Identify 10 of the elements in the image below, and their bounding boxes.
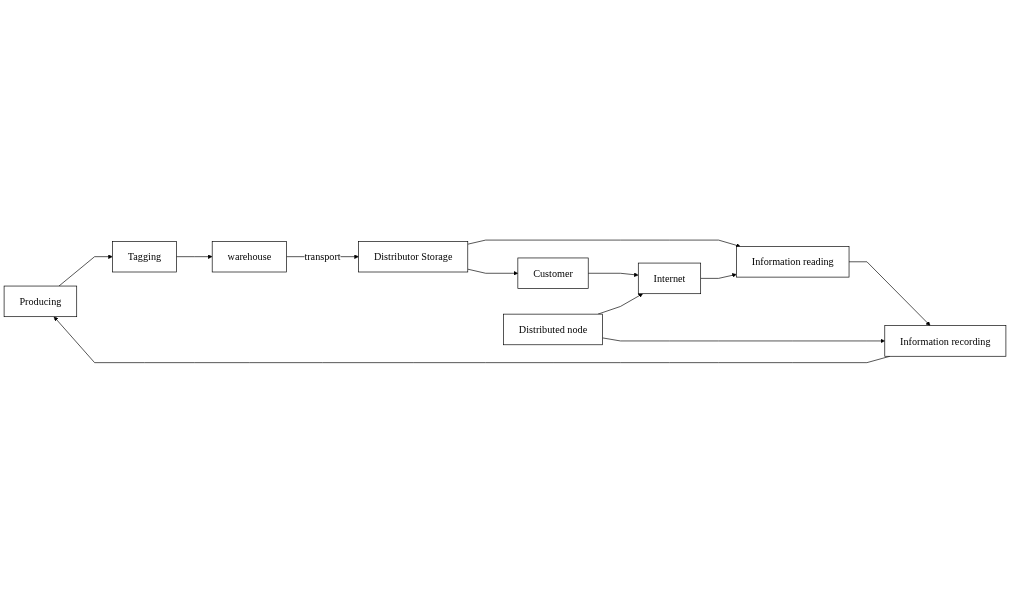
node-box: Tagging xyxy=(112,241,177,273)
node-box: warehouse xyxy=(211,241,287,273)
node-box: Information recording xyxy=(884,325,1007,357)
node-box: Customer xyxy=(517,257,589,290)
node-box: Information reading xyxy=(736,246,850,278)
node-box: Distributed node xyxy=(503,313,603,346)
node-box: Internet xyxy=(637,262,702,295)
node-box: Distributor Storage xyxy=(358,241,469,273)
node-box: Producing xyxy=(3,285,78,318)
edge-label: transport xyxy=(304,251,341,263)
